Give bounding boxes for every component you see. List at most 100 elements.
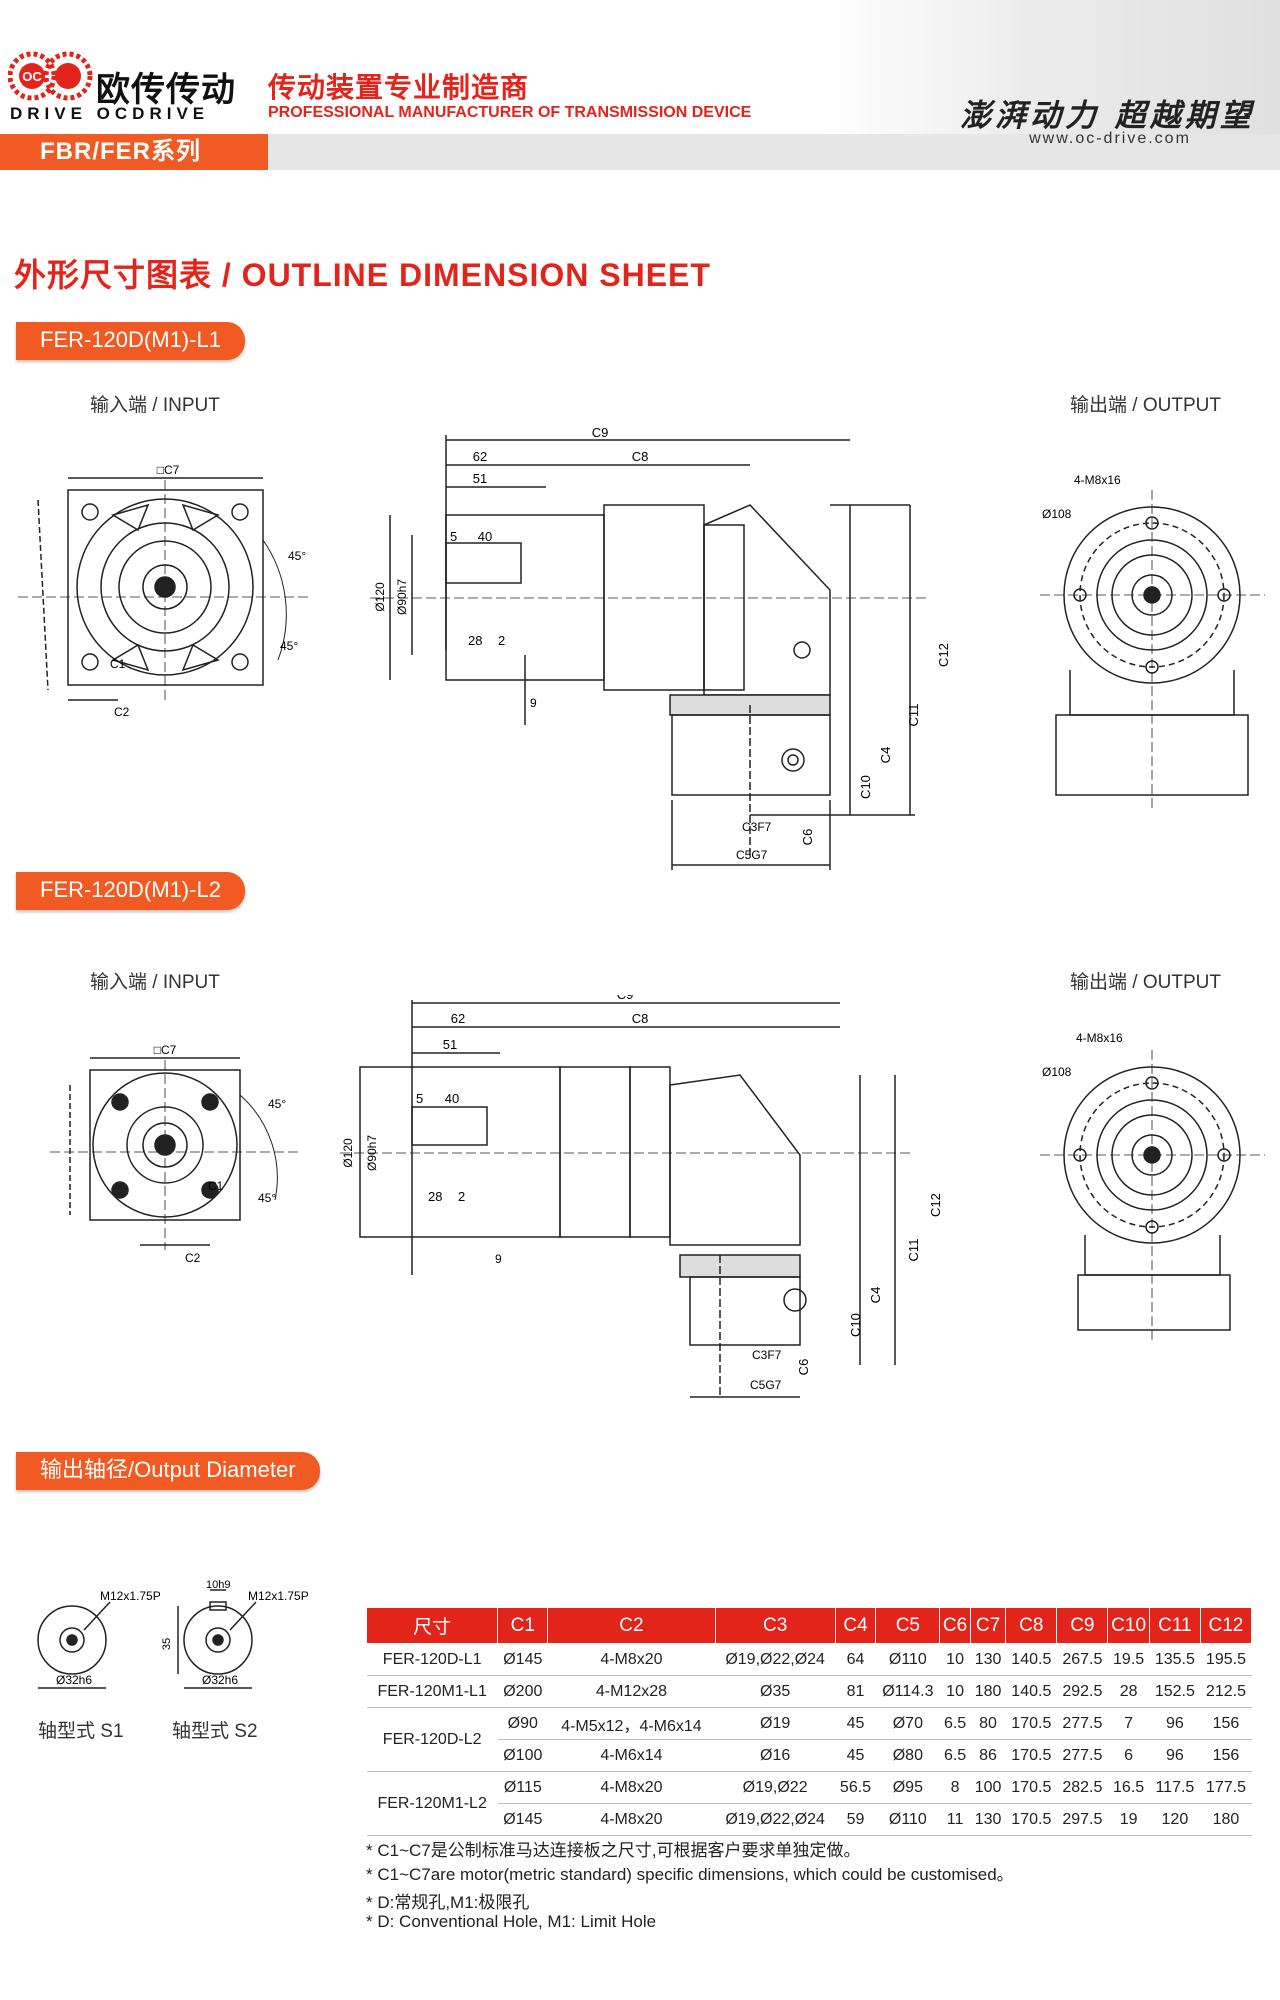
dim-2: 2 <box>498 633 505 648</box>
s1-thread: M12x1.75P <box>100 1589 161 1603</box>
table-cell: 59 <box>835 1803 876 1836</box>
table-cell: 6 <box>1107 1739 1150 1772</box>
dim-62-l2: 62 <box>451 1011 465 1026</box>
note-2: * C1~C7are motor(metric standard) specif… <box>366 1865 1014 1884</box>
dim-c12: C12 <box>936 643 951 667</box>
table-cell: 19 <box>1107 1803 1150 1836</box>
table-cell: 6.5 <box>939 1707 971 1740</box>
dim-c7-l2: □C7 <box>154 1043 177 1057</box>
table-cell: Ø110 <box>875 1643 940 1676</box>
output-face-drawing-l2: 4-M8x16 Ø108 <box>1040 1031 1265 1340</box>
table-cell-model: FER-120M1-L1 <box>366 1675 498 1708</box>
dim-c8: C8 <box>632 449 649 464</box>
dim-d120: Ø120 <box>373 582 387 612</box>
dim-c6: C6 <box>800 829 815 846</box>
table-cell: 86 <box>970 1739 1006 1772</box>
note-3: * D:常规孔,M1:极限孔 <box>366 1893 530 1912</box>
dim-c11-l2: C11 <box>906 1239 921 1262</box>
dim-5-l2: 5 <box>416 1091 423 1106</box>
table-cell: 277.5 <box>1056 1707 1108 1740</box>
series-tab[interactable]: FBR/FER系列 <box>0 134 268 170</box>
table-cell: 96 <box>1149 1707 1201 1740</box>
slogan: 澎湃动力 超越期望 <box>960 98 1255 134</box>
dim-45-bottom: 45° <box>280 639 298 653</box>
section-label-l2: FER-120D(M1)-L2 <box>16 872 245 910</box>
dim-51: 51 <box>473 471 487 486</box>
table-cell: 170.5 <box>1005 1771 1057 1804</box>
dim-45-l2-top: 45° <box>268 1097 286 1111</box>
table-cell: 4-M8x20 <box>547 1643 716 1676</box>
dim-2-l2: 2 <box>458 1189 465 1204</box>
dim-5: 5 <box>450 529 457 544</box>
table-cell: 282.5 <box>1056 1771 1108 1804</box>
s1-diameter: Ø32h6 <box>56 1673 92 1687</box>
note-1: * C1~C7是公制标准马达连接板之尺寸,可根据客户要求单独定做。 <box>366 1841 861 1860</box>
table-cell: 292.5 <box>1056 1675 1108 1708</box>
output-label-l2: 输出端 / OUTPUT <box>1070 972 1221 993</box>
table-cell: 120 <box>1149 1803 1201 1836</box>
table-cell: 170.5 <box>1005 1803 1057 1836</box>
table-cell: Ø35 <box>715 1675 836 1708</box>
shaft-type-s2: 轴型式 S2 <box>172 1721 258 1742</box>
dim-c5-l2: C5G7 <box>750 1378 782 1392</box>
dim-c12-l2: C12 <box>928 1193 943 1217</box>
table-cell: 6.5 <box>939 1739 971 1772</box>
table-cell: 152.5 <box>1149 1675 1201 1708</box>
table-header-cell: C11 <box>1148 1607 1201 1644</box>
dim-c1-l2: C1 <box>208 1179 224 1193</box>
table-cell: Ø200 <box>497 1675 548 1708</box>
table-cell: 16.5 <box>1107 1771 1150 1804</box>
dim-d108-l1: Ø108 <box>1042 507 1072 521</box>
table-cell: Ø145 <box>497 1643 548 1676</box>
input-label-l2: 输入端 / INPUT <box>90 972 220 993</box>
table-cell: 19.5 <box>1107 1643 1150 1676</box>
table-cell: 180 <box>1200 1803 1252 1836</box>
table-cell: Ø115 <box>497 1771 548 1804</box>
table-cell: 81 <box>835 1675 876 1708</box>
dim-d120-l2: Ø120 <box>341 1138 355 1168</box>
website-link[interactable]: www.oc-drive.com <box>1029 130 1191 147</box>
table-cell: 297.5 <box>1056 1803 1108 1836</box>
table-cell: Ø80 <box>875 1739 940 1772</box>
logo-chinese-name: 欧传传动 <box>96 71 236 109</box>
dim-9: 9 <box>530 696 537 710</box>
table-cell: 140.5 <box>1005 1643 1057 1676</box>
dim-c4-l2: C4 <box>868 1287 883 1304</box>
table-cell: 4-M12x28 <box>547 1675 716 1708</box>
table-cell: 170.5 <box>1005 1707 1057 1740</box>
dim-d108-l2: Ø108 <box>1042 1065 1072 1079</box>
logo-english-name: DRIVE OCDRIVE <box>10 104 210 123</box>
table-header-cell: 尺寸 <box>365 1607 499 1644</box>
table-header-cell: C5 <box>875 1607 941 1644</box>
table-cell: Ø95 <box>875 1771 940 1804</box>
dim-c2-l2: C2 <box>185 1251 201 1265</box>
page-title: 外形尺寸图表 / OUTLINE DIMENSION SHEET <box>14 257 711 293</box>
s2-thread: M12x1.75P <box>248 1589 309 1603</box>
section-label-l1: FER-120D(M1)-L1 <box>16 322 245 360</box>
table-header-cell: C7 <box>969 1607 1007 1644</box>
table-cell: 96 <box>1149 1739 1201 1772</box>
side-view-drawing-l1: C9 C8 62 51 40 5 28 2 9 Ø120 Ø90h7 C12 C… <box>370 425 951 870</box>
header-background <box>260 0 1280 134</box>
shaft-drawings: M12x1.75P Ø32h6 M12x1.75P Ø32h6 10h9 35 <box>37 1580 309 1689</box>
table-cell: 212.5 <box>1200 1675 1252 1708</box>
dim-62: 62 <box>473 449 487 464</box>
table-header-cell: C3 <box>714 1607 836 1644</box>
output-face-drawing-l1: 4-M8x16 Ø108 <box>1040 473 1265 810</box>
table-cell: Ø110 <box>875 1803 940 1836</box>
table-cell: Ø70 <box>875 1707 940 1740</box>
table-cell: 56.5 <box>835 1771 876 1804</box>
table-header-cell: C6 <box>939 1607 971 1644</box>
table-cell: 4-M8x20 <box>547 1771 716 1804</box>
table-cell: 4-M8x20 <box>547 1803 716 1836</box>
table-cell: 8 <box>939 1771 971 1804</box>
dim-45-l2-bottom: 45° <box>258 1191 276 1205</box>
dim-c8-l2: C8 <box>632 1011 649 1026</box>
table-cell: Ø19,Ø22 <box>715 1771 836 1804</box>
dim-c2: C2 <box>114 705 130 719</box>
table-cell: 170.5 <box>1005 1739 1057 1772</box>
